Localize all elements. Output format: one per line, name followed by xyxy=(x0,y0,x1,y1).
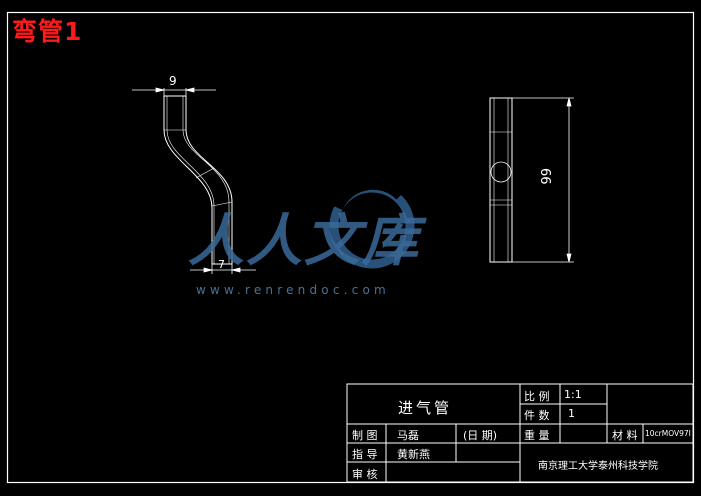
scale-label: 比 例 xyxy=(524,390,550,403)
watermark-logo-text: 人人文库 xyxy=(188,209,420,274)
material-value: 10crMOV97I xyxy=(645,429,691,438)
bent-pipe-side-view xyxy=(163,95,233,265)
part-name: 进气管 xyxy=(398,399,453,417)
quantity-label: 件 数 xyxy=(524,409,550,422)
title-block-grid xyxy=(346,383,694,483)
material-label: 材 料 xyxy=(612,429,638,442)
guide-label: 指 导 xyxy=(352,448,378,461)
dimension-height xyxy=(512,97,574,263)
dimension-label-bottom: 7 xyxy=(218,258,225,271)
drawn-label: 制 图 xyxy=(352,429,378,442)
review-label: 审 核 xyxy=(352,468,378,481)
dimension-top-width xyxy=(132,87,216,96)
dimension-bottom-width xyxy=(190,264,256,274)
drawn-name: 马磊 xyxy=(397,429,419,442)
date-label: (日 期) xyxy=(463,429,498,442)
dimension-label-height: 66 xyxy=(537,168,552,185)
watermark-url: www.renrendoc.com xyxy=(196,283,390,297)
weight-label: 重 量 xyxy=(524,429,550,442)
dimension-label-top: 9 xyxy=(169,74,177,88)
school-name: 南京理工大学泰州科技学院 xyxy=(538,461,658,472)
scale-value: 1:1 xyxy=(564,388,582,401)
quantity-value: 1 xyxy=(568,407,575,420)
watermark-logo xyxy=(329,179,415,269)
pipe-front-view xyxy=(489,97,513,263)
part-title: 弯管1 xyxy=(12,17,83,46)
guide-name: 黄新燕 xyxy=(397,448,430,461)
